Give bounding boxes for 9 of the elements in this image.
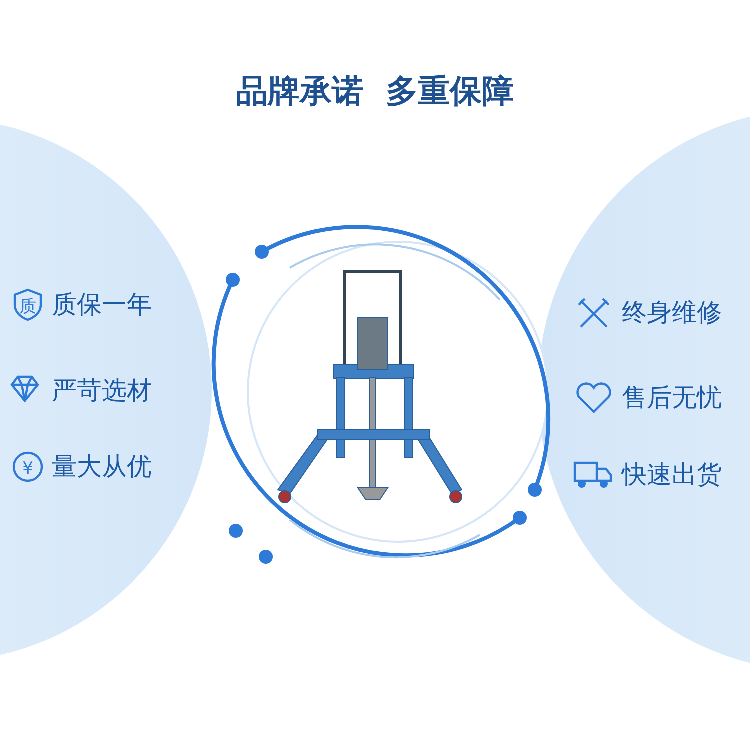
feature-text: 质保一年 <box>52 290 152 320</box>
feature-text: 售后无忧 <box>622 383 722 413</box>
yen-coin-icon: ¥ <box>12 450 44 484</box>
feature-text: 量大从优 <box>52 452 152 482</box>
feature-text: 终身维修 <box>622 298 722 328</box>
feature-text: 快速出货 <box>622 460 722 490</box>
heading: 品牌承诺 多重保障 <box>234 71 516 112</box>
shield-icon: 质 <box>12 288 44 322</box>
feature-text: 严苛选材 <box>52 376 152 406</box>
